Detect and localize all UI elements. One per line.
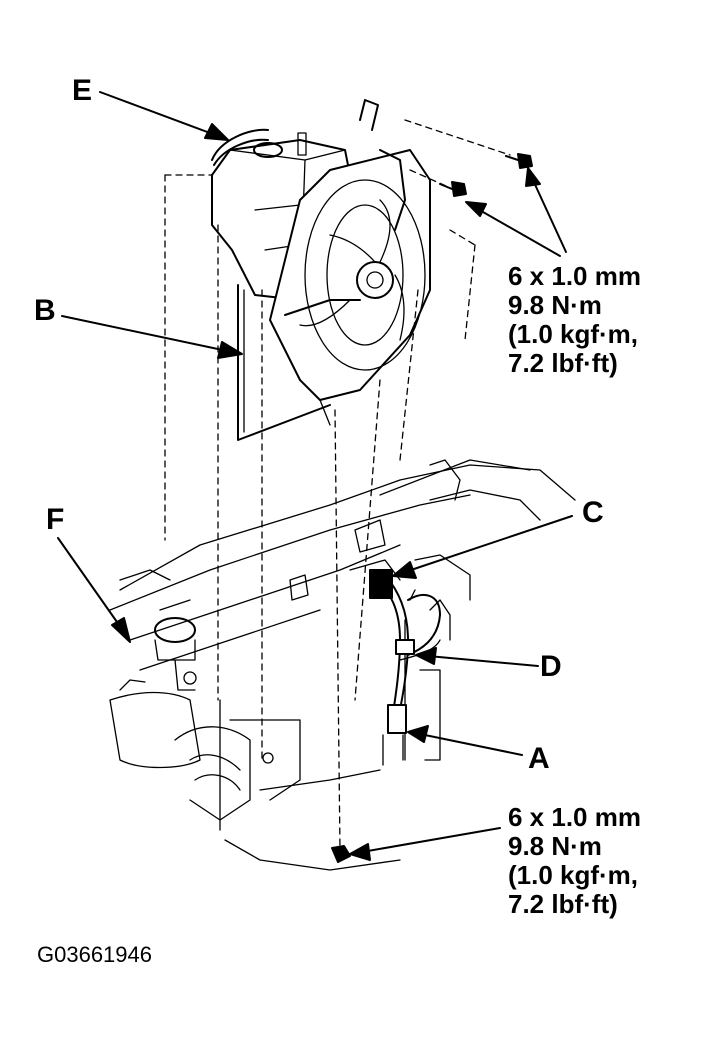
leader-arrows — [57, 91, 573, 861]
spec-upper-size: 6 x 1.0 mm — [508, 261, 641, 291]
callout-c: C — [582, 496, 604, 529]
arrow-d — [415, 647, 437, 665]
arrow-f — [111, 617, 131, 643]
callout-d: D — [540, 650, 562, 683]
spec-lower-nm: 9.8 N·m — [508, 831, 602, 861]
spec-upper-nm: 9.8 N·m — [508, 290, 602, 320]
arrow-upper-bolt-1 — [525, 167, 541, 187]
callout-f: F — [46, 503, 65, 536]
spec-upper-lbfft: 7.2 lbf·ft) — [508, 348, 618, 378]
assembly-lines — [164, 119, 511, 851]
arrow-a — [407, 725, 429, 743]
lower-bolt — [331, 845, 351, 863]
radiator-core — [237, 284, 331, 441]
arrow-b — [217, 341, 243, 359]
torque-spec-upper: 6 x 1.0 mm 9.8 N·m (1.0 kgf·m, 7.2 lbf·f… — [508, 262, 641, 378]
arrow-c — [392, 561, 417, 579]
fan-shroud — [269, 149, 431, 426]
arrow-e — [204, 123, 229, 141]
spec-lower-kgfm: (1.0 kgf·m, — [508, 860, 639, 890]
arrow-upper-bolt-2 — [465, 201, 487, 217]
callout-e: E — [72, 74, 93, 107]
spec-upper-kgfm: (1.0 kgf·m, — [508, 319, 639, 349]
vehicle-body — [109, 459, 576, 871]
upper-bolts — [359, 99, 533, 197]
callout-a: A — [528, 742, 550, 775]
fan-harness — [369, 569, 441, 766]
torque-spec-lower: 6 x 1.0 mm 9.8 N·m (1.0 kgf·m, 7.2 lbf·f… — [508, 803, 641, 919]
figure-id: G03661946 — [37, 942, 152, 967]
spec-lower-lbfft: 7.2 lbf·ft) — [508, 889, 618, 919]
spec-lower-size: 6 x 1.0 mm — [508, 802, 641, 832]
callout-b: B — [34, 294, 56, 327]
arrow-lower-bolt — [349, 843, 371, 861]
